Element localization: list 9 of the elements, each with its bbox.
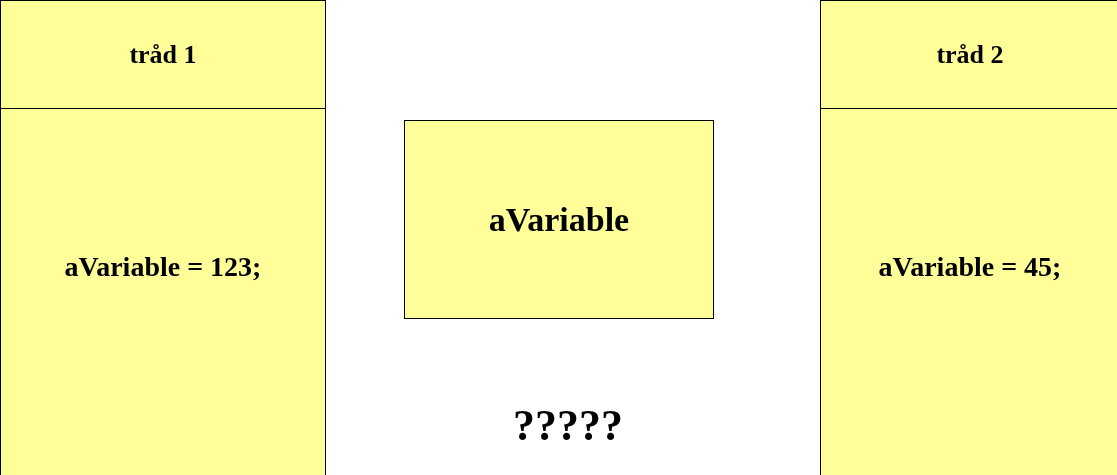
code-statement: aVariable = 45; xyxy=(878,251,1062,283)
code-statement: aVariable = 123; xyxy=(64,251,262,283)
thread-box xyxy=(820,0,1117,475)
question-marks: ????? xyxy=(513,400,623,451)
variable-name: aVariable xyxy=(488,200,630,239)
variable-box xyxy=(404,120,714,319)
thread-header: tråd 2 xyxy=(936,39,1004,70)
thread-box xyxy=(0,0,326,475)
thread-header: tråd 1 xyxy=(129,39,197,70)
